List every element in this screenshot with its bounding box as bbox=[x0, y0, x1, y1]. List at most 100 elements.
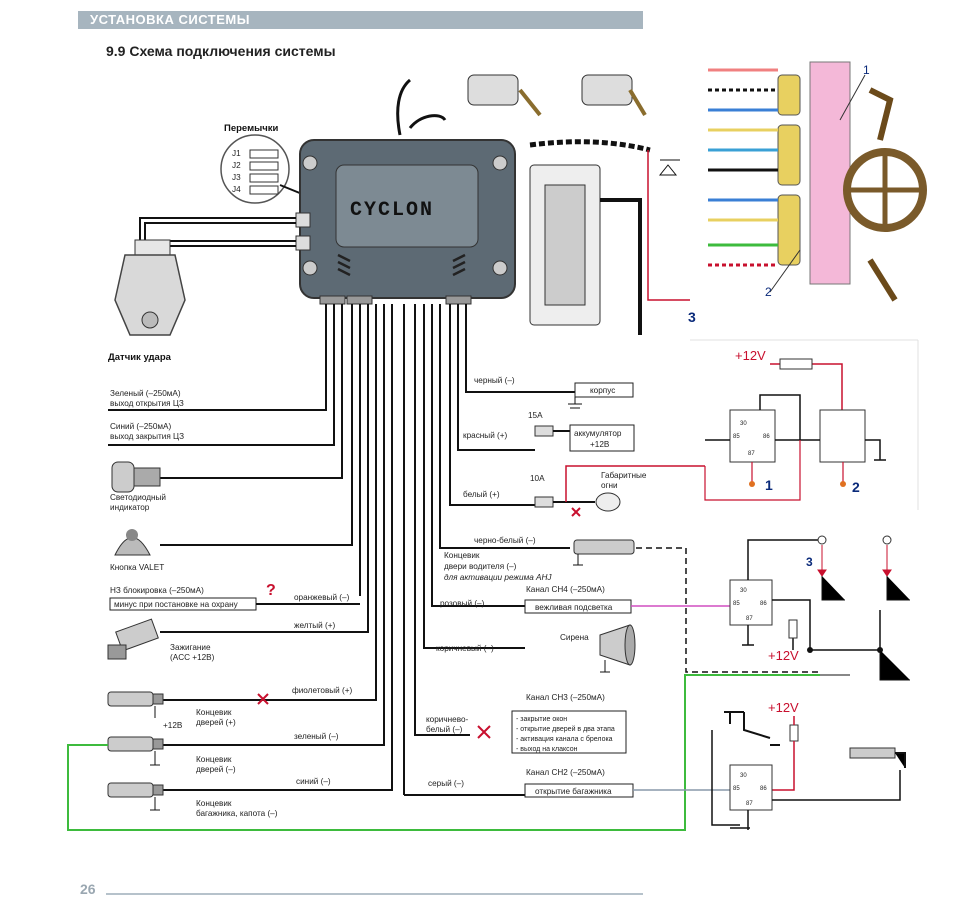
ch3-item-3: - активация канала с брелока bbox=[516, 735, 613, 743]
fuse15-label: 15А bbox=[528, 411, 543, 420]
relay3-pin30: 30 bbox=[740, 773, 747, 779]
unit-brand: CYCLON bbox=[350, 199, 434, 222]
jumper-callout: Перемычки J1 J2 J3 J4 bbox=[220, 123, 313, 204]
pink-wire-label: розовый (–) bbox=[440, 599, 485, 608]
ch3-item-1: - закрытие окон bbox=[516, 716, 567, 723]
cyclon-unit: CYCLON bbox=[295, 139, 516, 305]
relay2-pin86: 86 bbox=[760, 601, 767, 607]
battery-label-2: +12В bbox=[590, 440, 610, 449]
door-sw1-label-1: Концевик bbox=[196, 708, 232, 717]
nz-box-text: минус при постановке на охрану bbox=[114, 600, 239, 609]
green-out-line2: выход открытия ЦЗ bbox=[110, 399, 184, 408]
siren bbox=[599, 624, 636, 673]
door-sw1-label-2: дверей (+) bbox=[196, 718, 236, 727]
relay2-pin87: 87 bbox=[746, 616, 753, 622]
door-lock-illustration bbox=[467, 74, 690, 335]
ch2-label: Канал CH2 (–250мА) bbox=[526, 768, 605, 777]
marker-2: 2 bbox=[852, 479, 860, 495]
driver-door-switch bbox=[573, 539, 635, 566]
ignition-label-2: (ACC +12В) bbox=[170, 653, 215, 662]
column-switch-illustration bbox=[708, 61, 927, 302]
section-title: 9.9 Схема подключения системы bbox=[106, 43, 336, 59]
page-number: 26 bbox=[80, 881, 96, 897]
valet-label: Кнопка VALET bbox=[110, 563, 164, 572]
ch3-label: Канал CH3 (–250мА) bbox=[526, 693, 605, 702]
jumper-j4: J4 bbox=[232, 185, 241, 194]
violet-wire-label: фиолетовый (+) bbox=[292, 686, 353, 695]
siren-label: Сирена bbox=[560, 633, 589, 642]
nz-block-label: НЗ блокировка (–250мА) bbox=[110, 586, 204, 595]
yellow-wire-label: желтый (+) bbox=[294, 621, 336, 630]
ch3-item-4: - выход на клаксон bbox=[516, 746, 578, 753]
door-switch-1: +12В Концевик дверей (+) bbox=[107, 691, 236, 730]
marker-1-top: 1 bbox=[863, 63, 870, 77]
plus12v-1: +12V bbox=[735, 348, 766, 363]
driver-sw-1: Концевик bbox=[444, 551, 480, 560]
valet-button: Кнопка VALET bbox=[110, 529, 164, 572]
body-label: корпус bbox=[590, 386, 615, 395]
led-label-2: индикатор bbox=[110, 503, 150, 512]
relay1-pin87: 87 bbox=[748, 451, 755, 457]
ch3-box bbox=[511, 710, 627, 754]
green-loop-wire bbox=[67, 674, 820, 831]
trunk-sw-label-2: багажника, капота (–) bbox=[196, 809, 278, 818]
blue-out-line2: выход закрытия ЦЗ bbox=[110, 432, 184, 441]
door-sw2-label-1: Концевик bbox=[196, 755, 232, 764]
battery-box bbox=[569, 424, 635, 452]
brown-white-1: коричнево- bbox=[426, 715, 469, 724]
plus12v-2: +12V bbox=[768, 648, 799, 663]
body-box bbox=[574, 382, 634, 398]
trunk-open-label: открытие багажника bbox=[535, 787, 612, 796]
relay3-pin86: 86 bbox=[760, 786, 767, 792]
marker-3-top: 3 bbox=[688, 309, 696, 325]
driver-sw-2: двери водителя (–) bbox=[444, 562, 517, 571]
relay2-pin85: 85 bbox=[733, 601, 740, 607]
white-wire-label: белый (+) bbox=[463, 490, 500, 499]
question-mark: ? bbox=[266, 582, 276, 599]
fuse10-label: 10А bbox=[530, 474, 545, 483]
ch4-label: Канал CH4 (–250мА) bbox=[526, 585, 605, 594]
red-wire-label: красный (+) bbox=[463, 431, 508, 440]
parking-label-2: огни bbox=[601, 481, 618, 490]
door-sw2-label-2: дверей (–) bbox=[196, 765, 236, 774]
blue-wire-label: синий (–) bbox=[296, 777, 331, 786]
relay-circuit-3: +12V 30 85 86 87 bbox=[711, 700, 906, 830]
battery-label-1: аккумулятор bbox=[574, 429, 622, 438]
jumpers-title: Перемычки bbox=[224, 123, 278, 134]
led-label-1: Светодиодный bbox=[110, 493, 166, 502]
jumper-j2: J2 bbox=[232, 161, 241, 170]
black-wire-label: черный (–) bbox=[474, 376, 515, 385]
marker-3: 3 bbox=[806, 555, 813, 569]
shock-sensor: Датчик удара bbox=[108, 217, 296, 363]
relay1-pin85: 85 bbox=[733, 434, 740, 440]
door-switch-2: Концевик дверей (–) bbox=[107, 736, 236, 774]
brown-wire-label: коричневый (–) bbox=[436, 644, 494, 653]
relay3-pin85: 85 bbox=[733, 786, 740, 792]
relay1-pin30: 30 bbox=[740, 421, 747, 427]
marker-2-top: 2 bbox=[765, 285, 772, 299]
blue-out-line1: Синий (–250мА) bbox=[110, 422, 171, 431]
orange-wire-label: оранжевый (–) bbox=[294, 593, 350, 602]
relay-circuit-2: 30 85 86 87 3 +12V bbox=[729, 535, 910, 681]
shock-sensor-label: Датчик удара bbox=[108, 352, 172, 363]
main-harness bbox=[108, 304, 575, 796]
ch3-item-2: - открытие дверей в два этапа bbox=[516, 725, 615, 733]
trunk-sw-label-1: Концевик bbox=[196, 799, 232, 808]
relay3-pin87: 87 bbox=[746, 801, 753, 807]
jumper-j1: J1 bbox=[232, 149, 241, 158]
header-title: УСТАНОВКА СИСТЕМЫ bbox=[90, 12, 250, 27]
green-wire-label: зеленый (–) bbox=[294, 732, 339, 741]
relay1-pin86: 86 bbox=[763, 434, 770, 440]
driver-sw-3: для активации режима АНЈ bbox=[444, 573, 552, 582]
plus12-label: +12В bbox=[163, 721, 183, 730]
parking-label-1: Габаритные bbox=[601, 471, 647, 480]
black-white-label: черно-белый (–) bbox=[474, 536, 536, 545]
courtesy-label: вежливая подсветка bbox=[535, 603, 613, 612]
ignition-label-1: Зажигание bbox=[170, 643, 211, 652]
ignition-key: Зажигание (ACC +12В) bbox=[107, 618, 215, 662]
jumper-j3: J3 bbox=[232, 173, 241, 182]
grey-wire-label: серый (–) bbox=[428, 779, 464, 788]
trunk-switch: Концевик багажника, капота (–) bbox=[107, 782, 278, 818]
relay-circuit-1: +12V 30 85 86 87 1 2 bbox=[704, 348, 886, 501]
